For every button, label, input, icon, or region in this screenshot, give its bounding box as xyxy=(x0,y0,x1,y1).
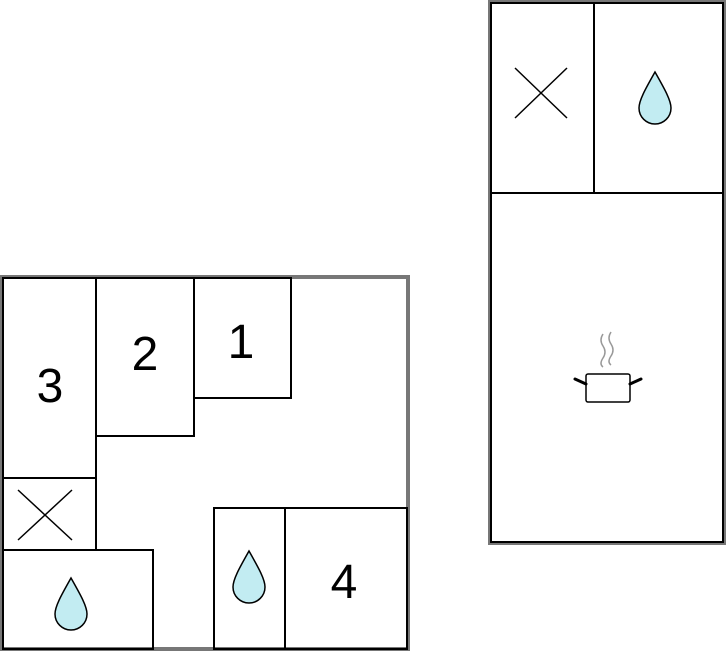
water-drop-icon xyxy=(54,576,88,631)
bathroom-small xyxy=(213,507,286,650)
water-drop-icon xyxy=(638,70,672,125)
toilet-room-outline xyxy=(2,477,97,551)
room-4: 4 xyxy=(284,507,408,650)
room-2-number: 2 xyxy=(132,328,159,381)
room-1-number: 1 xyxy=(228,316,255,369)
room-4-number: 4 xyxy=(331,556,358,609)
bathroom-upper xyxy=(593,2,724,194)
cooking-pot-icon xyxy=(573,331,643,403)
room-2: 2 xyxy=(95,277,195,437)
bathroom-left xyxy=(2,549,154,650)
kitchen-room-outline xyxy=(490,192,724,543)
room-1: 1 xyxy=(193,277,292,399)
upper-floor xyxy=(488,0,726,545)
room-3-number: 3 xyxy=(37,360,64,413)
bathroom-left-outline xyxy=(2,549,154,650)
water-drop-icon xyxy=(232,549,266,604)
room-3: 3 xyxy=(2,277,97,479)
cross-icon xyxy=(514,67,568,119)
room-4-outline xyxy=(284,507,408,650)
toilet-room-upper-outline xyxy=(490,2,595,194)
room-1-outline xyxy=(193,277,292,399)
cross-icon xyxy=(17,489,73,541)
upper-floor-outer-wall xyxy=(488,0,726,545)
toilet-room xyxy=(2,477,97,551)
toilet-room-upper xyxy=(490,2,595,194)
kitchen-room xyxy=(490,192,724,543)
ground-floor: 3 2 1 xyxy=(0,275,410,651)
